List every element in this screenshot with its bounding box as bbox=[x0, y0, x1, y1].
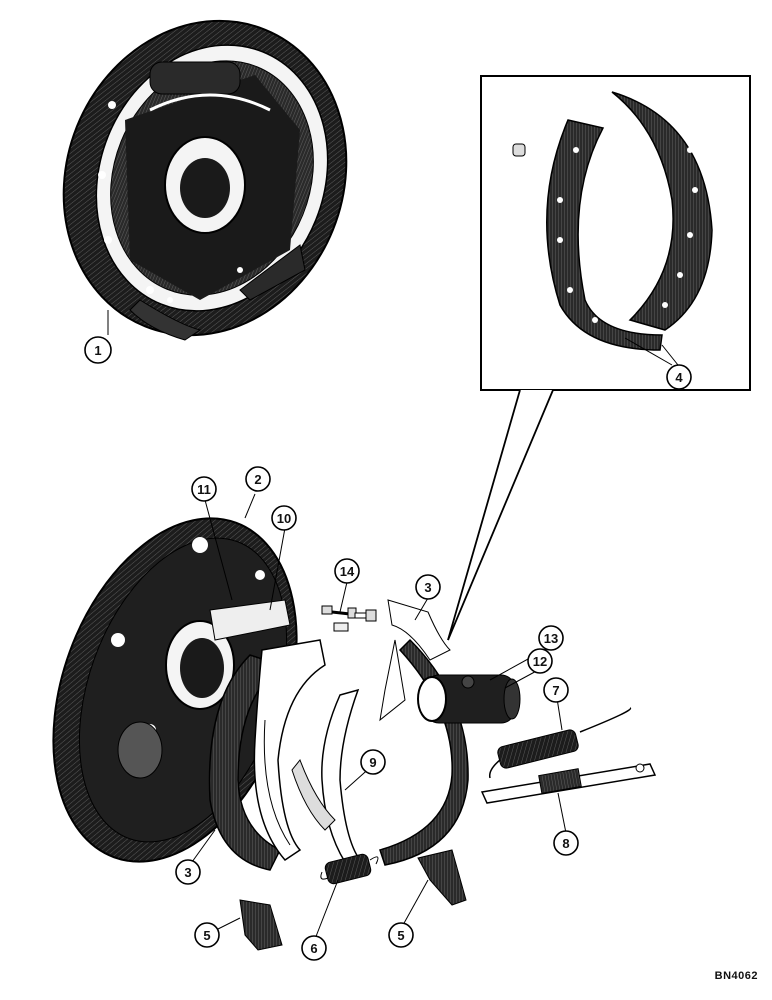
callout-6: 6 bbox=[301, 935, 327, 961]
leader-4a bbox=[661, 344, 679, 366]
retainer-clip-left bbox=[239, 899, 283, 951]
return-spring-7 bbox=[488, 707, 632, 779]
callout-2-label: 2 bbox=[254, 472, 261, 487]
callout-10-label: 10 bbox=[277, 511, 291, 526]
callout-1-label: 1 bbox=[94, 343, 101, 358]
callout-7-label: 7 bbox=[552, 683, 559, 698]
callout-5-left-label: 5 bbox=[203, 928, 210, 943]
return-spring-6 bbox=[320, 853, 379, 885]
callout-2: 2 bbox=[245, 466, 271, 492]
callout-9: 9 bbox=[360, 749, 386, 775]
rivet bbox=[512, 143, 526, 157]
callout-3-bottom: 3 bbox=[175, 859, 201, 885]
callout-10: 10 bbox=[271, 505, 297, 531]
brake-shoe-rear bbox=[379, 599, 469, 866]
brake-shoe-front bbox=[208, 639, 326, 871]
wheel-cylinder bbox=[417, 674, 521, 724]
callout-12: 12 bbox=[527, 648, 553, 674]
adjuster-screw bbox=[480, 763, 657, 804]
callout-13-label: 13 bbox=[544, 631, 558, 646]
callout-13: 13 bbox=[538, 625, 564, 651]
callout-7: 7 bbox=[543, 677, 569, 703]
callout-4-label: 4 bbox=[675, 370, 683, 385]
callout-12-label: 12 bbox=[533, 654, 547, 669]
brake-lining-right bbox=[611, 91, 713, 331]
brake-lining-left bbox=[546, 119, 663, 351]
callout-5-right: 5 bbox=[388, 922, 414, 948]
callout-8-label: 8 bbox=[562, 836, 569, 851]
callout-4: 4 bbox=[666, 364, 692, 390]
callout-11-label: 11 bbox=[197, 482, 211, 497]
leader-4b bbox=[624, 337, 673, 366]
callout-3-top: 3 bbox=[415, 574, 441, 600]
callout-9-label: 9 bbox=[369, 755, 376, 770]
callout-1: 1 bbox=[84, 336, 112, 364]
callout-5-right-label: 5 bbox=[397, 928, 404, 943]
callout-3-top-label: 3 bbox=[424, 580, 431, 595]
callout-3-bottom-label: 3 bbox=[184, 865, 191, 880]
callout-14: 14 bbox=[334, 558, 360, 584]
bolt-and-nut bbox=[321, 605, 377, 632]
assembled-brake bbox=[62, 19, 348, 341]
callout-8: 8 bbox=[553, 830, 579, 856]
retainer-clip-right bbox=[417, 849, 467, 906]
callout-6-label: 6 bbox=[310, 941, 317, 956]
adjusting-lever bbox=[291, 688, 362, 863]
figure-code: BN4062 bbox=[714, 970, 758, 982]
inset-box bbox=[447, 75, 751, 641]
callout-5-left: 5 bbox=[194, 922, 220, 948]
callout-11: 11 bbox=[191, 476, 217, 502]
callout-14-label: 14 bbox=[340, 564, 355, 579]
